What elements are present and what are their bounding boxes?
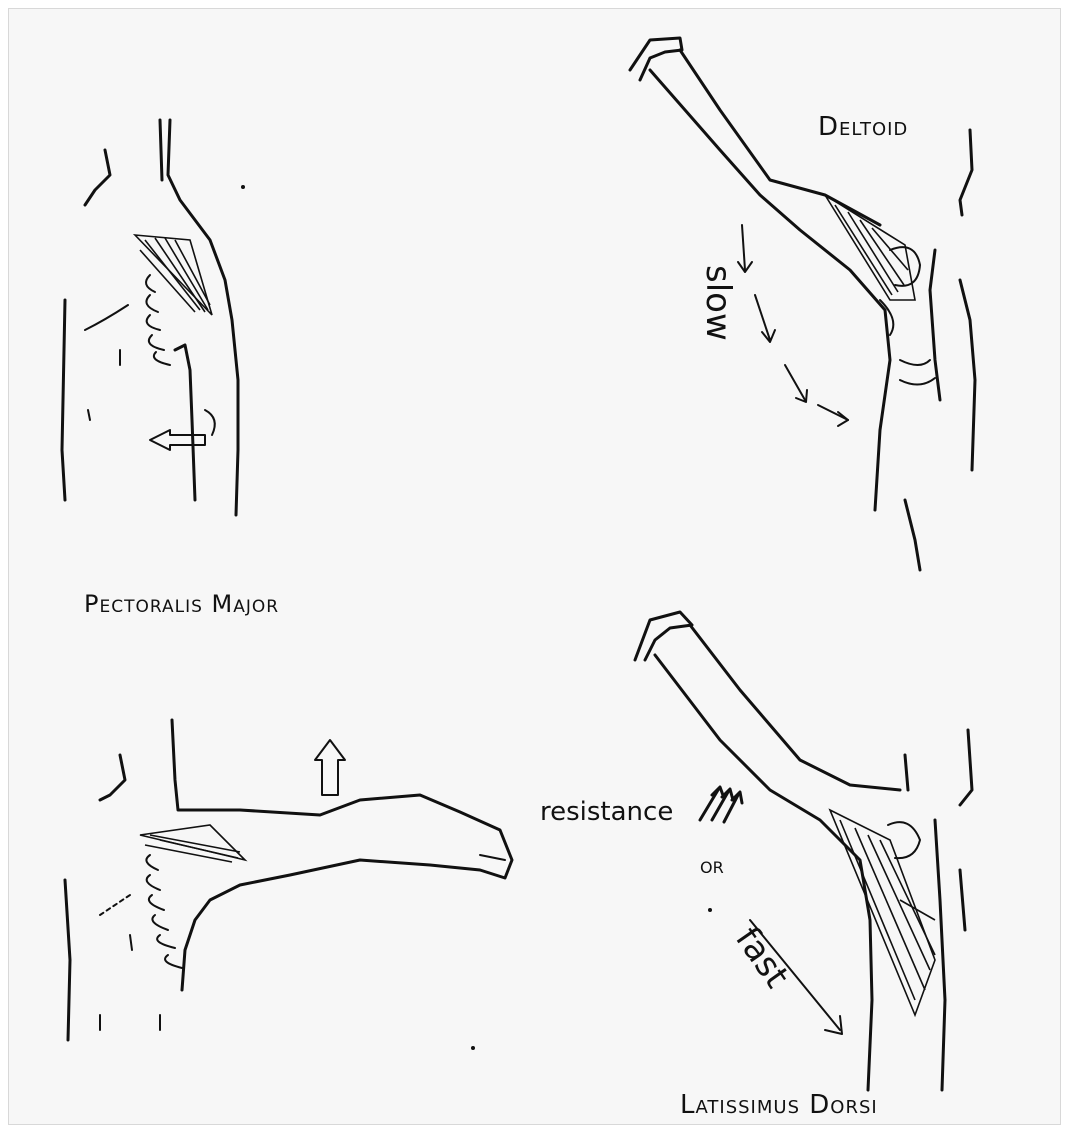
resistance-label: resistance (540, 797, 673, 827)
latissimus-label: Latissimus Dorsi (680, 1090, 878, 1120)
pectoralis-figure (62, 120, 238, 515)
pectoralis-resisted-figure (65, 720, 512, 1040)
or-label: OR (700, 858, 724, 877)
slow-label: slow (698, 265, 738, 341)
deltoid-label: Deltoid (818, 112, 908, 142)
latissimus-figure (635, 612, 972, 1090)
pectoralis-label: Pectoralis Major (84, 590, 279, 618)
deltoid-figure (630, 38, 975, 570)
